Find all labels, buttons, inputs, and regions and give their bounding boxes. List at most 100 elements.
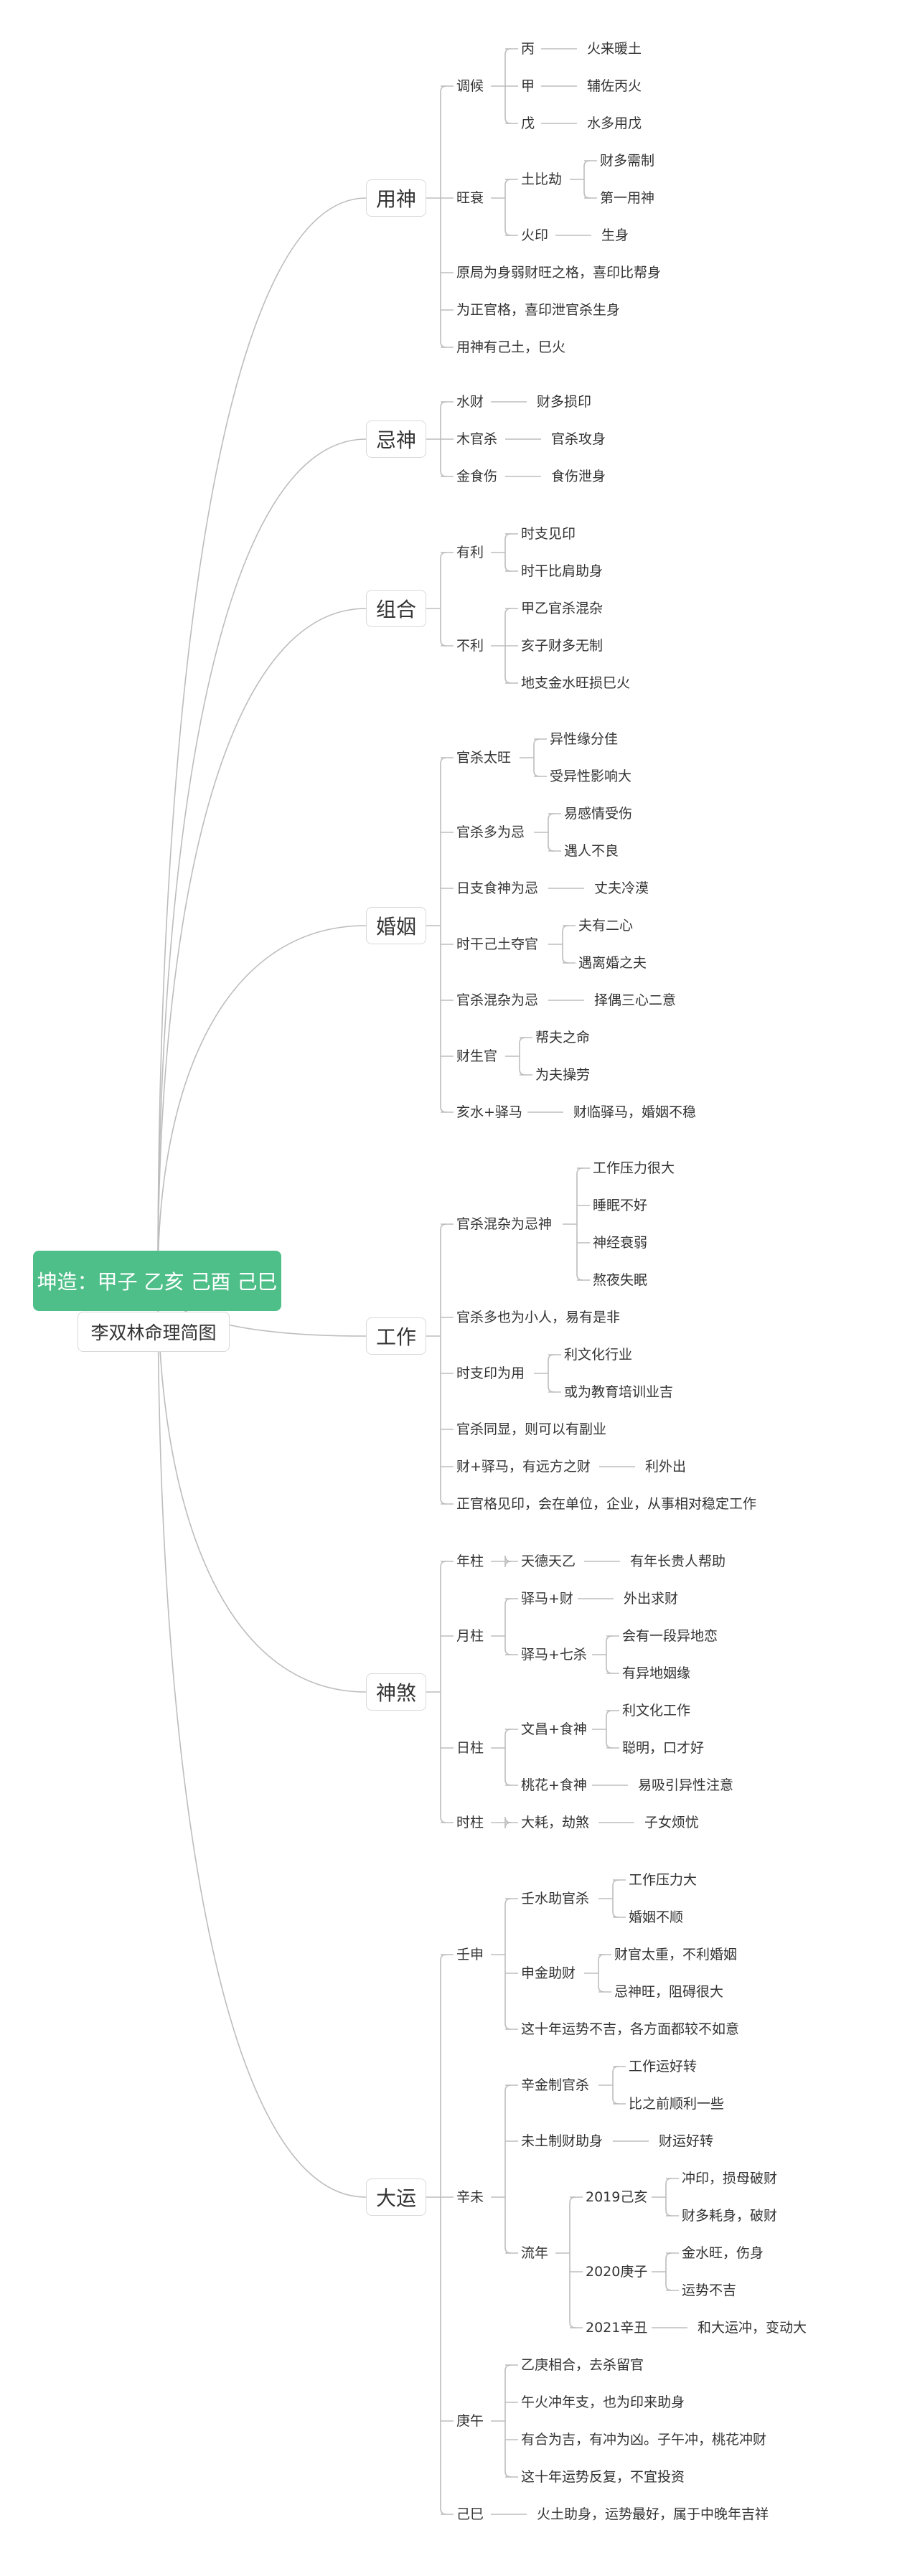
subtopic[interactable]: 不利 [456,638,484,654]
subtopic[interactable]: 正官格见印，会在单位，企业，从事相对稳定工作 [456,1496,757,1512]
branch-node[interactable]: 流年 [521,2245,549,2261]
subtopic[interactable]: 官杀多也为小人，易有是非 [456,1310,621,1325]
subtopic[interactable]: 年柱 [456,1553,484,1569]
subtopic[interactable]: 官杀混杂为忌神 [456,1216,553,1232]
branch-node[interactable]: 未土制财助身 [521,2133,604,2149]
branch-leaf[interactable]: 和大运冲，变动大 [698,2320,807,2336]
branch-leaf[interactable]: 财运好转 [659,2133,714,2149]
branch-node[interactable]: 2019己亥 [586,2189,648,2205]
subtopic[interactable]: 官杀太旺 [456,750,512,766]
subtopic[interactable]: 财+驿马，有远方之财 [456,1459,591,1475]
branch-node[interactable]: 戊 [521,116,535,131]
subtopic[interactable]: 时干己土夺官 [456,936,539,952]
subtopic[interactable]: 原局为身弱财旺之格，喜印比帮身 [456,265,662,281]
branch-node[interactable]: 2021辛丑 [586,2320,648,2336]
branch-node[interactable]: 异性缘分佳 [550,731,619,747]
branch-leaf[interactable]: 生身 [601,227,629,243]
branch-node[interactable]: 聪明，口才好 [622,1740,705,1756]
branch-node[interactable]: 这十年运势不吉，各方面都较不如意 [521,2021,740,2037]
branch-node[interactable]: 火印 [521,227,549,243]
branch-node[interactable]: 夫有二心 [578,918,634,934]
subtopic[interactable]: 旺衰 [456,190,484,206]
branch-node[interactable]: 乙庚相合，去杀留官 [521,2357,644,2373]
branch-leaf[interactable]: 火土助身，运势最好，属于中晚年吉祥 [537,2506,769,2522]
branch-node[interactable]: 受异性影响大 [550,768,632,784]
branch-node[interactable]: 遇人不良 [564,843,619,859]
subtopic[interactable]: 官杀多为忌 [456,824,525,840]
branch-leaf[interactable]: 火来暖土 [587,41,642,57]
branch-node[interactable]: 2020庚子 [586,2264,648,2280]
subtopic[interactable]: 调候 [456,78,484,94]
branch-leaf[interactable]: 利外出 [645,1459,687,1475]
branch-node[interactable]: 忌神旺，阻碍很大 [614,1984,724,2000]
branch-leaf[interactable]: 易吸引异性注意 [638,1777,734,1793]
main-topic[interactable]: 工作 [366,1317,426,1355]
branch-node[interactable]: 利文化行业 [564,1347,633,1363]
branch-node[interactable]: 桃花+食神 [521,1777,587,1793]
subtopic[interactable]: 时柱 [456,1815,484,1830]
branch-node[interactable]: 遇离婚之夫 [578,955,647,971]
subtopic[interactable]: 日支食神为忌 [456,880,539,896]
branch-leaf[interactable]: 丈夫冷漠 [594,880,649,896]
subtopic[interactable]: 为正官格，喜印泄官杀生身 [456,302,621,318]
branch-node[interactable]: 运势不吉 [682,2283,737,2298]
branch-node[interactable]: 会有一段异地恋 [622,1628,718,1644]
branch-node[interactable]: 帮夫之命 [535,1030,591,1045]
branch-node[interactable]: 工作压力大 [629,1872,698,1888]
branch-node[interactable]: 工作运好转 [629,2059,698,2074]
subtopic[interactable]: 月柱 [456,1628,484,1644]
branch-leaf[interactable]: 财多损印 [537,394,592,410]
branch-node[interactable]: 易感情受伤 [564,806,633,822]
map-title[interactable]: 李双林命理简图 [78,1312,230,1352]
subtopic[interactable]: 亥水+驿马 [456,1104,522,1120]
subtopic[interactable]: 官杀同显，则可以有副业 [456,1421,607,1437]
branch-node[interactable]: 土比劫 [521,171,563,187]
branch-node[interactable]: 驿马+七杀 [521,1647,587,1663]
main-topic[interactable]: 忌神 [366,420,426,458]
subtopic[interactable]: 时支印为用 [456,1365,525,1381]
branch-node[interactable]: 时干比肩助身 [521,563,604,579]
branch-node[interactable]: 甲 [521,78,535,94]
branch-node[interactable]: 财多需制 [600,153,655,169]
subtopic[interactable]: 水财 [456,394,484,410]
subtopic[interactable]: 己巳 [456,2506,484,2522]
branch-node[interactable]: 辛金制官杀 [521,2077,590,2093]
branch-leaf[interactable]: 财临驿马，婚姻不稳 [573,1104,697,1120]
branch-node[interactable]: 时支见印 [521,526,576,542]
branch-node[interactable]: 丙 [521,41,535,57]
branch-node[interactable]: 申金助财 [521,1965,576,1981]
branch-node[interactable]: 午火冲年支，也为印来助身 [521,2394,685,2410]
central-topic[interactable]: 坤造：甲子 乙亥 己酉 己巳 [33,1251,281,1311]
main-topic[interactable]: 婚姻 [366,907,426,944]
subtopic[interactable]: 木官杀 [456,431,498,447]
subtopic[interactable]: 庚午 [456,2413,484,2429]
branch-node[interactable]: 比之前顺利一些 [629,2096,725,2112]
branch-node[interactable]: 大耗，劫煞 [521,1815,590,1830]
branch-node[interactable]: 驿马+财 [521,1591,573,1607]
branch-node[interactable]: 这十年运势反复，不宜投资 [521,2469,685,2485]
branch-node[interactable]: 亥子财多无制 [521,638,604,654]
branch-node[interactable]: 睡眠不好 [593,1198,648,1213]
branch-leaf[interactable]: 辅佐丙火 [587,78,642,94]
branch-node[interactable]: 有合为吉，有冲为凶。子午冲，桃花冲财 [521,2432,767,2448]
branch-node[interactable]: 熬夜失眠 [593,1272,648,1288]
branch-node[interactable]: 或为教育培训业吉 [564,1384,674,1400]
subtopic[interactable]: 辛未 [456,2189,484,2205]
main-topic[interactable]: 用神 [366,179,426,217]
branch-leaf[interactable]: 外出求财 [624,1591,679,1607]
branch-node[interactable]: 甲乙官杀混杂 [521,601,604,616]
main-topic[interactable]: 大运 [366,2178,426,2216]
branch-node[interactable]: 婚姻不顺 [629,1909,684,1925]
main-topic[interactable]: 组合 [366,590,426,627]
branch-leaf[interactable]: 水多用戊 [587,116,642,131]
main-topic[interactable]: 神煞 [366,1673,426,1711]
branch-node[interactable]: 壬水助官杀 [521,1891,590,1907]
branch-leaf[interactable]: 有年长贵人帮助 [630,1553,726,1569]
subtopic[interactable]: 壬申 [456,1947,484,1962]
subtopic[interactable]: 财生官 [456,1048,498,1064]
subtopic[interactable]: 官杀混杂为忌 [456,992,539,1008]
branch-node[interactable]: 金水旺，伤身 [682,2245,764,2261]
subtopic[interactable]: 有利 [456,545,484,560]
subtopic[interactable]: 日柱 [456,1740,484,1756]
branch-leaf[interactable]: 择偶三心二意 [594,992,677,1008]
